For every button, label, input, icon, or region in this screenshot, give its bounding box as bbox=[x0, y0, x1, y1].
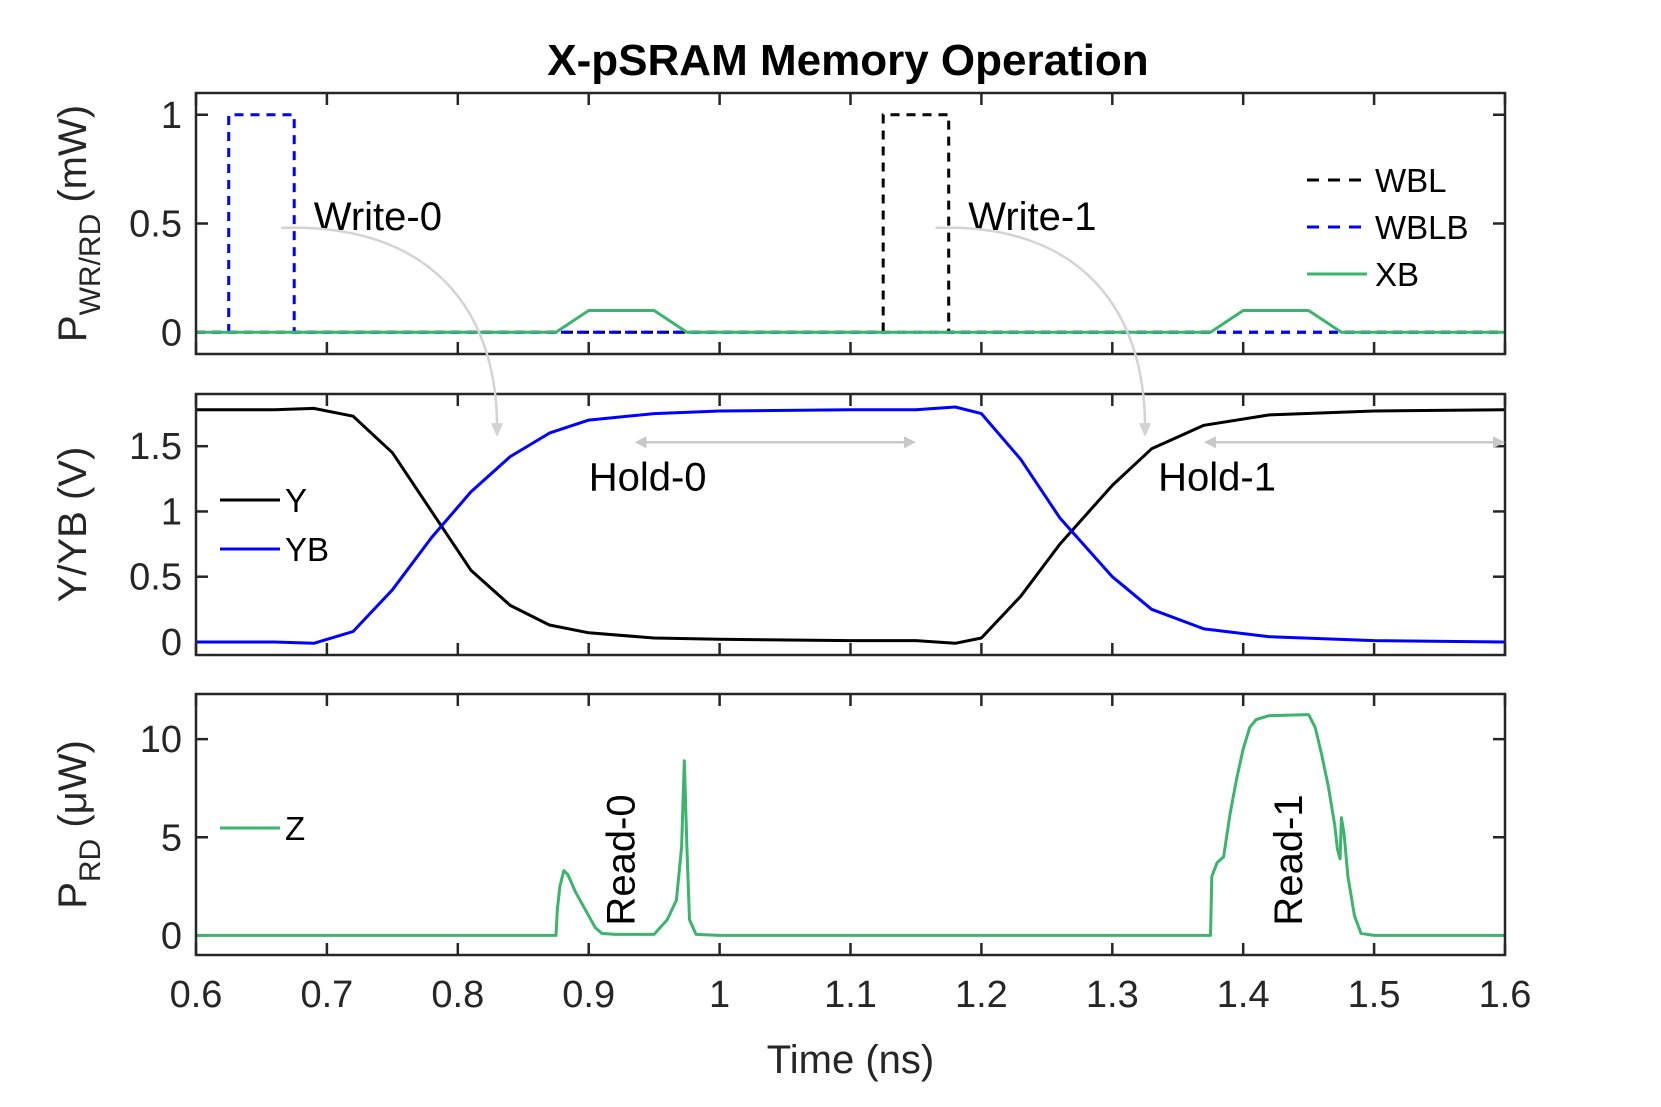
curved-arrow-head bbox=[491, 423, 504, 438]
x-tick-label: 0.8 bbox=[431, 974, 484, 1016]
x-tick-label: 1.5 bbox=[1348, 974, 1401, 1016]
y-tick-label: 0 bbox=[161, 312, 182, 354]
plot-frame bbox=[194, 91, 1507, 356]
legend-label-yb: YB bbox=[285, 531, 329, 568]
y-axis-title-tail: (μW) bbox=[51, 740, 95, 839]
panel-state: 0 0.5 1 1.5Y/YB (V) Y YB Hold-0 Hold-1 bbox=[51, 392, 1507, 664]
curved-arrow-line bbox=[935, 226, 1147, 428]
hold-arrow-head bbox=[634, 436, 647, 449]
x-tick-label: 0.7 bbox=[300, 974, 353, 1016]
x-tick-label: 1.2 bbox=[955, 974, 1008, 1016]
y-tick-label: 1 bbox=[161, 491, 182, 533]
hold-arrow-head bbox=[1493, 436, 1505, 449]
legend-label-y: Y bbox=[285, 482, 307, 519]
annotation: Write-0 bbox=[314, 195, 442, 239]
x-tick-label: 0.6 bbox=[170, 974, 223, 1016]
y-axis-title-sub: WR/RD bbox=[74, 214, 107, 316]
annotation: Read-1 bbox=[1267, 794, 1311, 925]
hold-arrow-head bbox=[1203, 436, 1216, 449]
x-tick-label: 1 bbox=[709, 974, 730, 1016]
x-tick-label: 0.9 bbox=[562, 974, 615, 1016]
curved-arrow-line bbox=[281, 226, 499, 428]
y-tick-label: 0 bbox=[161, 915, 182, 957]
series-line-y bbox=[196, 406, 1505, 645]
annotation: Hold-0 bbox=[589, 456, 707, 500]
y-axis-title: Y/YB (V) bbox=[51, 447, 95, 603]
y-axis-title-sub: RD bbox=[74, 839, 107, 882]
y-axis-title: PWR/RD (mW) bbox=[51, 105, 107, 342]
legend-label-wblb: WBLB bbox=[1375, 209, 1469, 246]
series-line-yb bbox=[196, 405, 1505, 645]
y-tick-label: 10 bbox=[140, 719, 182, 761]
x-tick-label: 1.4 bbox=[1217, 974, 1270, 1016]
y-axis-title-main: Y/YB (V) bbox=[51, 447, 95, 603]
curved-arrow-head bbox=[1139, 423, 1152, 438]
annotation: Read-0 bbox=[600, 794, 644, 925]
annotation: Hold-1 bbox=[1158, 456, 1276, 500]
y-tick-label: 0.5 bbox=[129, 557, 182, 599]
y-tick-label: 1 bbox=[161, 95, 182, 137]
series-line-xb bbox=[196, 309, 1505, 334]
figure-title: X-pSRAM Memory Operation bbox=[547, 36, 1148, 85]
y-tick-label: 1.5 bbox=[129, 426, 182, 468]
legend-label-xb: XB bbox=[1375, 256, 1419, 293]
plot-frame bbox=[194, 392, 1507, 657]
y-axis-title-main: P bbox=[51, 882, 95, 909]
panel-read: 0 5 10 0.6 0.7 0.8 0.9 1 1.1 1.2 1.3 1.4 1.5 1.6Time … bbox=[51, 692, 1532, 1082]
x-tick-label: 1.1 bbox=[824, 974, 877, 1016]
annotation: Write-1 bbox=[968, 195, 1096, 239]
y-tick-label: 0 bbox=[161, 622, 182, 664]
y-tick-label: 5 bbox=[161, 817, 182, 859]
legend-label-z: Z bbox=[285, 810, 305, 847]
y-tick-label: 0.5 bbox=[129, 204, 182, 246]
y-axis-title-tail: (mW) bbox=[51, 105, 95, 214]
plot-frame bbox=[194, 692, 1507, 957]
hold-arrow-head bbox=[903, 436, 916, 449]
legend-label-wbl: WBL bbox=[1375, 162, 1447, 199]
x-axis-title: Time (ns) bbox=[767, 1038, 934, 1082]
x-tick-label: 1.3 bbox=[1086, 974, 1139, 1016]
series-line-z bbox=[196, 713, 1505, 937]
x-tick-label: 1.6 bbox=[1479, 974, 1532, 1016]
y-axis-title-main: P bbox=[51, 315, 95, 342]
y-axis-title: PRD (μW) bbox=[51, 740, 107, 909]
